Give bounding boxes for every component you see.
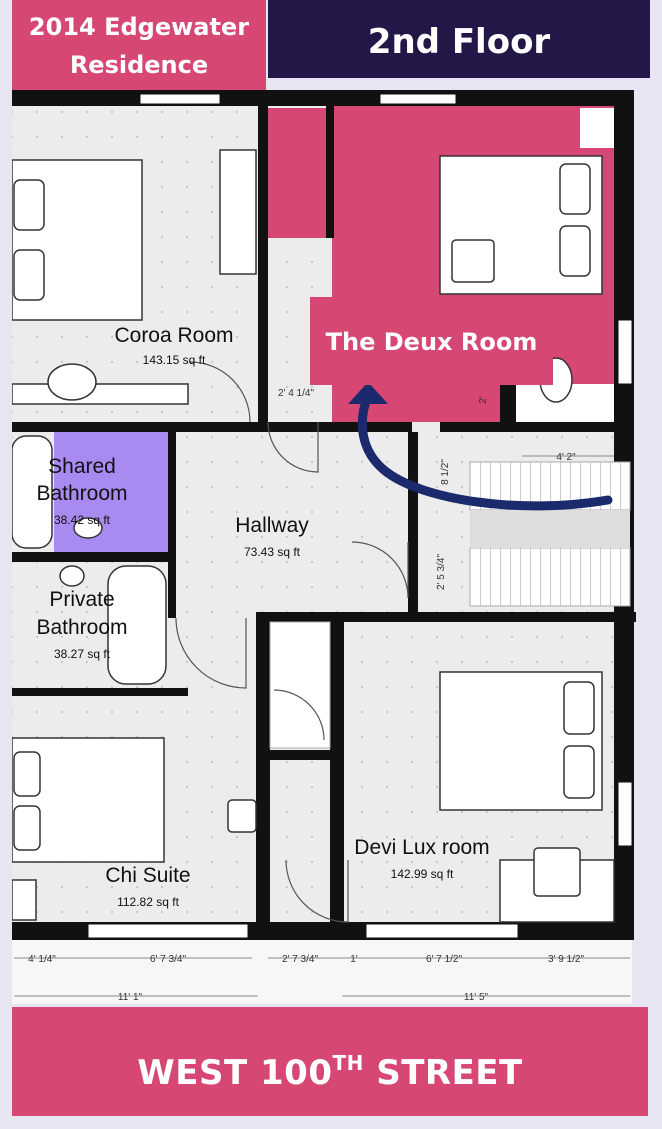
- shared-bath-fixtures: [12, 435, 103, 549]
- residence-title-line1: 2014 Edgewater: [28, 13, 250, 41]
- devi-room-name: Devi Lux room: [354, 836, 489, 859]
- dimension-label: 2' 4 1/4": [278, 388, 314, 399]
- devi-room-area: 142.99 sq ft: [391, 867, 454, 881]
- street-name-end: STREET: [363, 1053, 523, 1093]
- chi-suite-area: 112.82 sq ft: [117, 895, 179, 909]
- floor-title: 2nd Floor: [268, 0, 650, 78]
- dimension-label: 2' 5 3/4": [436, 554, 447, 590]
- street-name-ordinal: TH: [332, 1051, 364, 1075]
- hallway-name: Hallway: [235, 514, 309, 537]
- residence-title-line2: Residence: [69, 51, 209, 79]
- private-bath-area: 38.27 sq ft: [54, 647, 111, 661]
- arrow-icon: [357, 391, 613, 511]
- coroa-room-area: 143.15 sq ft: [143, 353, 206, 367]
- dimension-label: 4' 1/4": [28, 954, 56, 965]
- deux-room-column: [580, 108, 614, 148]
- devi-furniture: [439, 671, 615, 923]
- street-name-main: WEST 100: [137, 1053, 333, 1093]
- private-bath-fixtures: [59, 565, 167, 685]
- deux-closet-fill: [268, 108, 326, 238]
- dimension-label: 8 1/2": [440, 459, 451, 485]
- staircase: [469, 461, 631, 607]
- doors: [175, 361, 409, 923]
- chi-suite-name: Chi Suite: [105, 864, 190, 887]
- closet: [269, 621, 331, 749]
- room-labels: Coroa Room 143.15 sq ft Shared Bathroom …: [36, 324, 489, 909]
- dimension-label: 11' 1": [118, 992, 143, 1003]
- shared-bathroom-fill: [54, 430, 168, 554]
- private-bath-name-1: Private: [49, 588, 114, 611]
- floor-plan: Coroa Room 143.15 sq ft Shared Bathroom …: [12, 90, 636, 1004]
- dimension-label: 11' 5": [464, 992, 489, 1003]
- chi-furniture: [12, 737, 257, 921]
- dimension-label: 6' 7 1/2": [426, 954, 462, 965]
- coroa-room-name: Coroa Room: [114, 324, 233, 347]
- shared-bath-name-2: Bathroom: [36, 482, 127, 505]
- dimension-label: 3' 9 1/2": [548, 954, 584, 965]
- dimension-label: 2': [478, 396, 489, 404]
- arrow-head-icon: [348, 382, 388, 404]
- shared-bath-area: 38.42 sq ft: [54, 513, 111, 527]
- deux-furniture: [439, 155, 603, 403]
- dimension-labels: 4' 1/4" 6' 7 3/4" 2' 7 3/4" 1' 6' 7 1/2"…: [28, 388, 584, 1003]
- coroa-furniture: [12, 149, 257, 405]
- dimension-lines: [14, 455, 630, 997]
- hallway-area: 73.43 sq ft: [244, 545, 301, 559]
- dimension-label: 2' 7 3/4": [282, 954, 318, 965]
- private-bath-name-2: Bathroom: [36, 616, 127, 639]
- dimension-area: [12, 940, 632, 1004]
- shared-bath-name-1: Shared: [48, 455, 116, 478]
- windows: [87, 93, 633, 939]
- dimension-label: 1': [350, 954, 358, 965]
- dimension-label: 4' 2": [556, 452, 576, 463]
- residence-title: 2014 Edgewater Residence: [12, 0, 266, 90]
- street-banner: WEST 100TH STREET: [12, 1007, 648, 1116]
- deux-room-callout: The Deux Room: [310, 297, 553, 385]
- dimension-label: 6' 7 3/4": [150, 954, 186, 965]
